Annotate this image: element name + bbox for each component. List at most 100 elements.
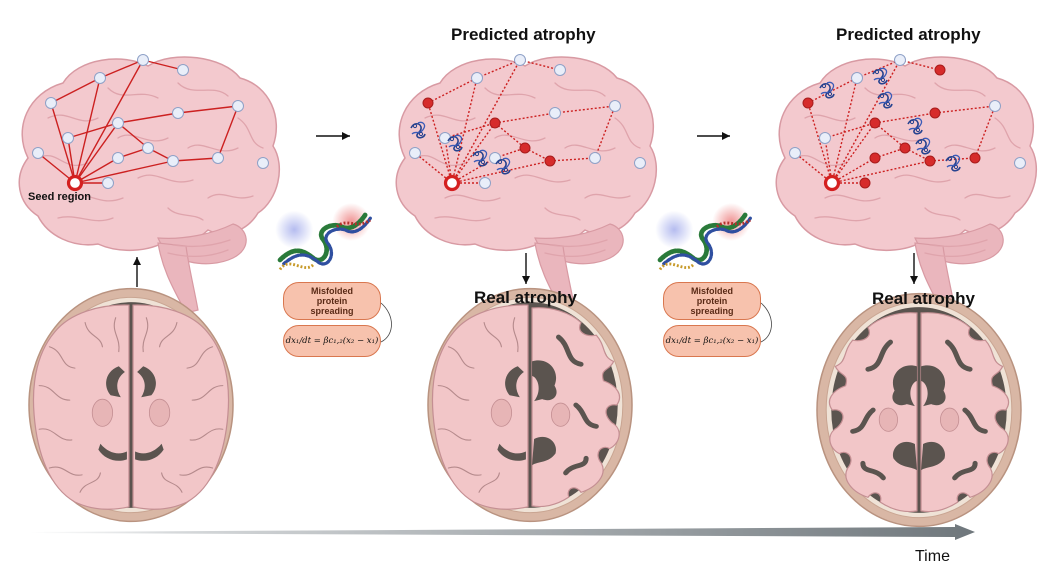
spreading-line1: Misfolded (691, 286, 733, 296)
network-edge (217, 105, 239, 159)
atrophied-node-icon (869, 152, 881, 164)
circle-node-icon (549, 107, 561, 119)
seed-edge (74, 77, 101, 184)
atrophied-node-icon (422, 97, 434, 109)
circle-node-icon (94, 72, 106, 84)
circle-node-icon (62, 132, 74, 144)
circle-node-icon (212, 152, 224, 164)
seed-edge (74, 59, 144, 184)
network-edge (494, 122, 526, 149)
circle-node-icon (609, 100, 621, 112)
equation-box-2: dx₁/dt = βc₁,₂(x₂ − x₁) (663, 325, 761, 357)
circle-node-icon (409, 147, 421, 159)
network-edge (67, 122, 119, 139)
circle-node-icon (819, 132, 831, 144)
protein-fibril-icon-1 (275, 203, 370, 270)
seed-edge (451, 157, 496, 184)
network-edge (117, 122, 149, 149)
connector-curve-1 (380, 302, 392, 343)
network-edge (549, 157, 596, 162)
axial-slice-1 (28, 287, 234, 523)
seed-edge (444, 137, 453, 184)
real-down-arrow-2-head (910, 276, 918, 284)
atrophied-node-icon (924, 155, 936, 167)
seed-edge (831, 122, 876, 184)
seed-edge (451, 122, 496, 184)
atrophied-node-icon (929, 107, 941, 119)
axial-slice-2 (427, 287, 633, 523)
network-edge (117, 112, 179, 124)
circle-node-icon (142, 142, 154, 154)
spreading-line3: spreading (690, 306, 734, 316)
seed-edge (74, 157, 119, 184)
circle-node-icon (112, 117, 124, 129)
right-hemisphere (132, 304, 230, 510)
atrophied-node-icon (489, 117, 501, 129)
circle-node-icon (232, 100, 244, 112)
network-edge (824, 122, 876, 139)
brain-silhouette (775, 56, 1038, 314)
seed-edge (74, 160, 174, 184)
circle-node-icon (789, 147, 801, 159)
brain-side-view-2 (395, 54, 658, 314)
network-edge (99, 59, 144, 79)
real-atrophy-label-1: Real atrophy (474, 288, 577, 307)
seed-edge (824, 137, 833, 184)
circle-node-icon (167, 155, 179, 167)
ring-seed-icon (443, 174, 461, 192)
circle-node-icon (102, 177, 114, 189)
circle-node-icon (894, 54, 906, 66)
ring-seed-icon (823, 174, 841, 192)
arrow-group (30, 132, 975, 540)
atrophied-node-icon (969, 152, 981, 164)
real-down-arrow-1-head (522, 276, 530, 284)
brain-silhouette (18, 56, 281, 314)
circle-node-icon (589, 152, 601, 164)
network-edge (50, 77, 101, 104)
circle-node-icon (177, 64, 189, 76)
spreading-line2: protein (316, 296, 348, 306)
predicted-atrophy-label-2: Predicted atrophy (836, 25, 981, 44)
seed-edge (807, 102, 833, 184)
seed-edge (831, 157, 876, 184)
brain-slice-group (28, 287, 1022, 528)
circle-node-icon (45, 97, 57, 109)
network-edge (974, 105, 996, 159)
atrophied-node-icon (544, 155, 556, 167)
spreading-line1: Misfolded (311, 286, 353, 296)
left-hemisphere (431, 304, 529, 510)
axial-slice-3 (816, 292, 1022, 528)
diffusion-equation: dx₁/dt = βc₁,₂(x₂ − x₁) (665, 336, 759, 346)
seed-edge (427, 102, 453, 184)
seed-edge (831, 59, 901, 184)
seed-up-arrow-head (133, 257, 141, 265)
network-edge (142, 59, 184, 71)
real-atrophy-label-2: Real atrophy (872, 289, 975, 308)
network-edge (444, 122, 496, 139)
circle-node-icon (514, 54, 526, 66)
atrophied-node-icon (802, 97, 814, 109)
atrophied-node-icon (934, 64, 946, 76)
circle-node-icon (257, 157, 269, 169)
spreading-line3: spreading (310, 306, 354, 316)
circle-node-icon (112, 152, 124, 164)
atrophied-node-icon (859, 177, 871, 189)
seed-edge (50, 102, 76, 184)
atrophied-node-icon (519, 142, 531, 154)
protein-spreading-box-2: Misfolded protein spreading (663, 282, 761, 320)
circle-node-icon (479, 177, 491, 189)
predicted-atrophy-label-1: Predicted atrophy (451, 25, 596, 44)
atrophied-node-icon (869, 117, 881, 129)
brain-side-view-1 (18, 54, 281, 314)
seed-edge (831, 160, 931, 184)
time-step-arrow-1-head (342, 132, 350, 140)
network-edge (172, 157, 219, 162)
circle-node-icon (172, 107, 184, 119)
circle-node-icon (554, 64, 566, 76)
spreading-line2: protein (696, 296, 728, 306)
seed-edge (451, 77, 478, 184)
time-axis-arrow (30, 524, 975, 540)
circle-node-icon (439, 132, 451, 144)
seed-edge (451, 160, 551, 184)
seed-edge (74, 122, 119, 184)
